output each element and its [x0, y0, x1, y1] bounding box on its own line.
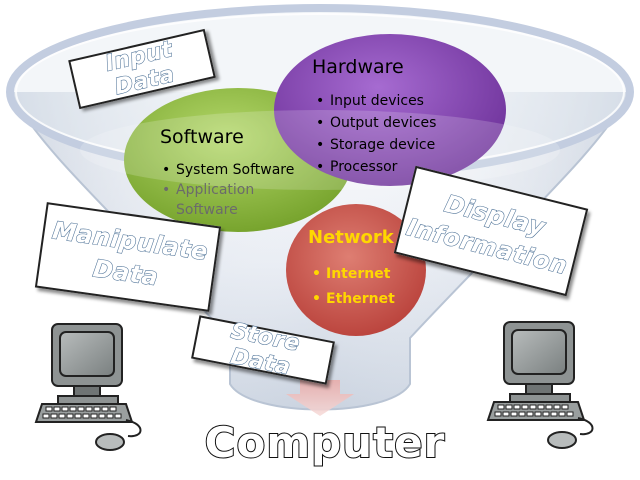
computer-icon	[486, 321, 594, 449]
hardware-item: Input devices	[314, 90, 436, 112]
hardware-item: Processor	[314, 156, 436, 178]
network-item: Ethernet	[310, 287, 395, 312]
monitor-icon	[503, 321, 575, 403]
network-title: Network	[308, 227, 394, 248]
hardware-item: Storage device	[314, 134, 436, 156]
keyboard-icon	[34, 403, 134, 423]
software-item: System Software	[160, 160, 296, 180]
software-title: Software	[160, 126, 244, 148]
software-item: Application Software	[160, 180, 296, 220]
mouse-icon	[547, 417, 594, 449]
software-list: System Software Application Software	[160, 160, 296, 220]
mouse-icon	[95, 419, 142, 451]
monitor-icon	[51, 323, 123, 405]
manipulate-data-label: Manipulate Data	[50, 216, 210, 292]
hardware-list: Input devices Output devices Storage dev…	[314, 90, 436, 178]
page-title: Computer	[204, 417, 446, 468]
network-list: Internet Ethernet	[310, 262, 395, 312]
computer-icon	[34, 323, 142, 451]
network-item: Internet	[310, 262, 395, 287]
hardware-item: Output devices	[314, 112, 436, 134]
hardware-title: Hardware	[312, 56, 404, 78]
arrow-down-icon	[286, 380, 354, 416]
keyboard-icon	[486, 401, 586, 421]
